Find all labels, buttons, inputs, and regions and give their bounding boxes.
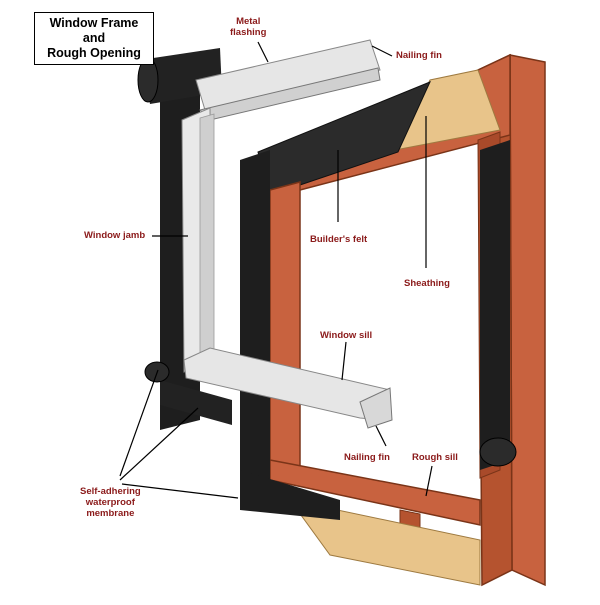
lower-sheathing bbox=[288, 499, 481, 586]
leader-rough-sill bbox=[425, 465, 433, 497]
leader-nailing-fin-bottom bbox=[375, 425, 387, 447]
bottom-membrane-flap bbox=[160, 380, 232, 425]
right-membrane-strip bbox=[480, 140, 510, 470]
leader-membrane-3 bbox=[121, 483, 239, 499]
left-membrane-strip bbox=[240, 150, 270, 510]
window-sill-nose bbox=[359, 387, 393, 429]
diagram-title: Window Frame and Rough Opening bbox=[34, 12, 154, 65]
label-metal-flashing: Metal flashing bbox=[230, 16, 267, 38]
label-nailing-fin-bottom: Nailing fin bbox=[344, 452, 390, 463]
leader-metal-flashing bbox=[257, 41, 269, 63]
membrane-strips bbox=[240, 140, 517, 520]
label-nailing-fin-top: Nailing fin bbox=[396, 50, 442, 61]
leader-membrane-2 bbox=[119, 407, 199, 481]
left-trimmer-stud bbox=[269, 181, 301, 482]
leader-lines bbox=[119, 41, 433, 499]
window-jamb-inner bbox=[199, 113, 215, 357]
right-stud bbox=[509, 54, 546, 587]
label-membrane: Self-adhering waterproof membrane bbox=[80, 486, 141, 519]
leader-membrane-1 bbox=[119, 369, 159, 477]
label-rough-sill: Rough sill bbox=[412, 452, 458, 463]
label-window-sill: Window sill bbox=[320, 330, 373, 341]
leader-nailing-fin-top bbox=[371, 45, 393, 57]
metal-flashing-piece bbox=[195, 39, 381, 111]
membrane-roll-right bbox=[479, 437, 517, 467]
title-line-1: Window Frame and bbox=[49, 16, 139, 45]
label-builders-felt: Builder's felt bbox=[310, 234, 368, 245]
label-window-jamb: Window jamb bbox=[84, 230, 146, 241]
sill-membrane-strip bbox=[240, 470, 340, 520]
window-frame bbox=[181, 39, 393, 429]
title-line-2: Rough Opening bbox=[47, 46, 141, 60]
label-sheathing: Sheathing bbox=[404, 278, 450, 289]
leader-window-sill bbox=[341, 341, 347, 381]
